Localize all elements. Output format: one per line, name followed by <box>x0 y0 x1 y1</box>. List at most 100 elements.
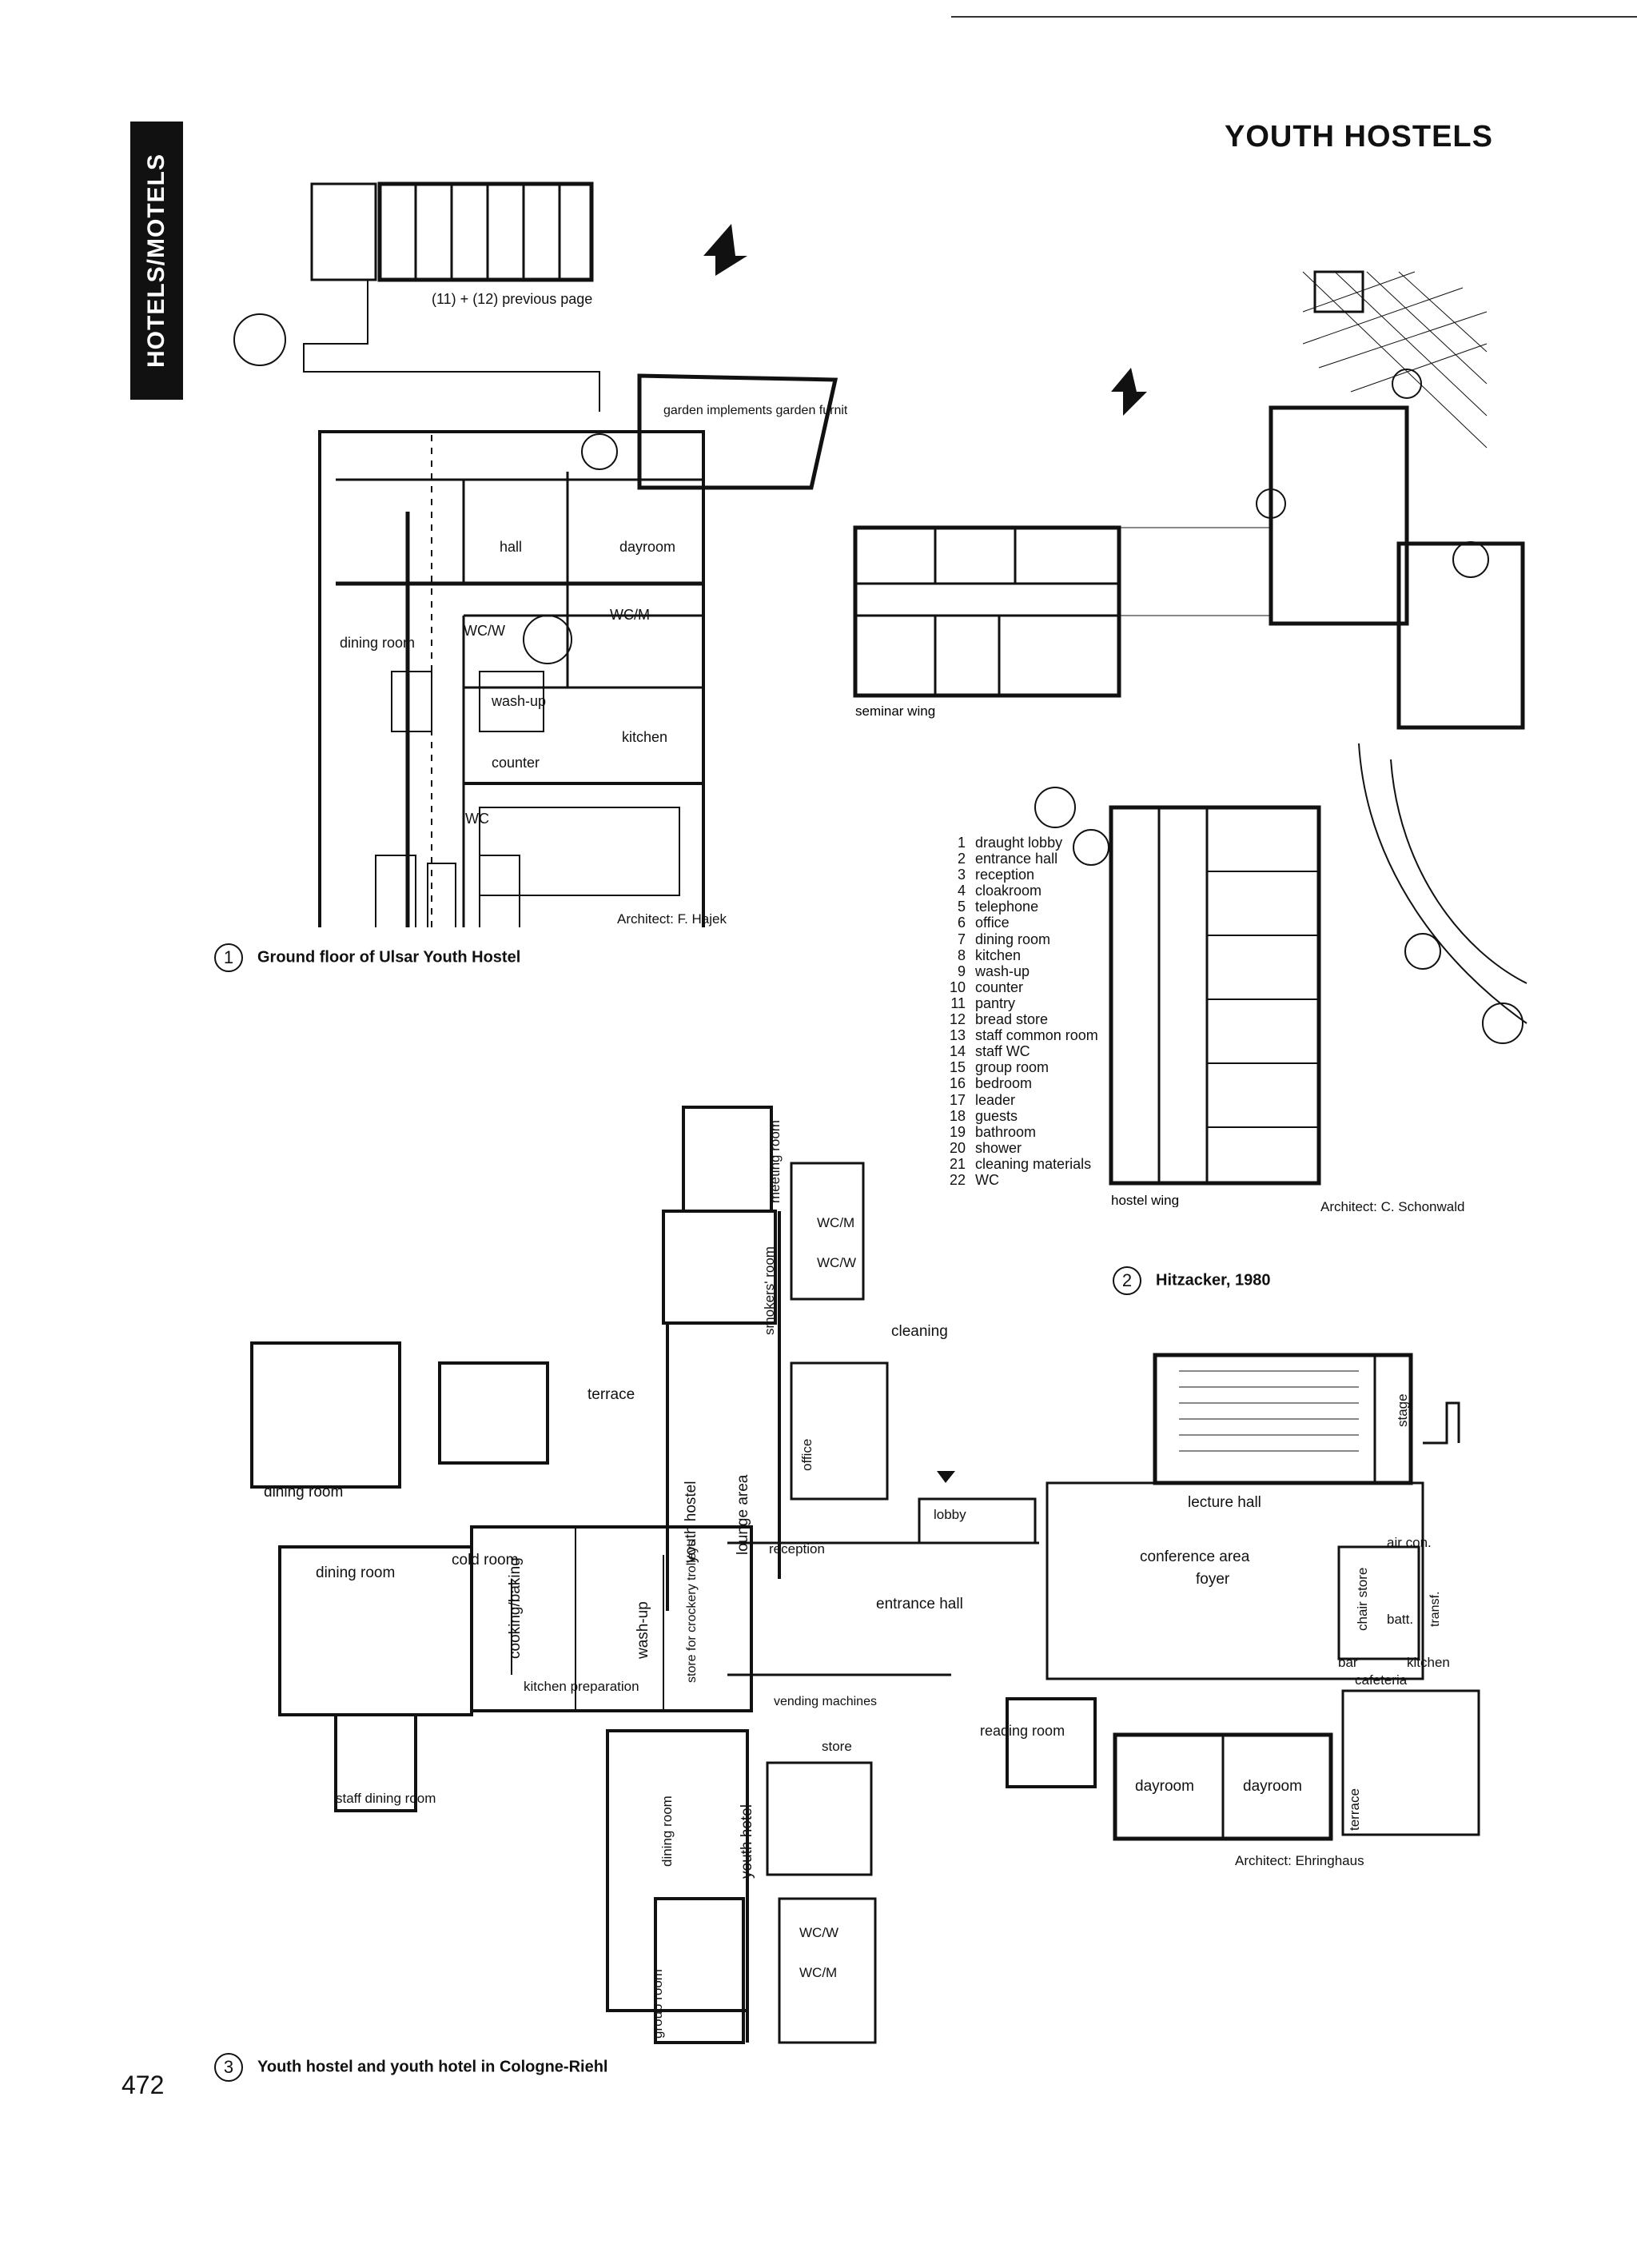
room-block-previous-page <box>377 181 594 282</box>
caption-text-2: Hitzacker, 1980 <box>1156 1271 1271 1289</box>
legend-number: 2 <box>957 851 966 867</box>
section-tab: HOTELS/MOTELS <box>130 122 183 400</box>
legend-item: 2 entrance hall <box>943 851 1098 867</box>
dining-room-block <box>250 1341 401 1489</box>
label-dining: dining room <box>340 635 415 651</box>
hostel-wing <box>1109 805 1321 1186</box>
legend-text: office <box>975 915 1010 931</box>
label-wcw-2: WC/W <box>799 1925 838 1940</box>
label-conference: conference area <box>1140 1549 1250 1565</box>
label-group-room: group room <box>650 1969 665 2039</box>
legend-number: 20 <box>949 1139 966 1156</box>
previous-page-note: (11) + (12) previous page <box>432 291 592 307</box>
label-wcw: WC/W <box>817 1255 856 1270</box>
legend-item: 15 group room <box>943 1059 1098 1075</box>
caption-text-3: Youth hostel and youth hotel in Cologne-… <box>257 2058 608 2076</box>
legend-number: 3 <box>957 867 966 883</box>
legend-text: leader <box>975 1091 1016 1108</box>
caption-text-1: Ground floor of Ulsar Youth Hostel <box>257 948 521 967</box>
legend-text: counter <box>975 979 1024 995</box>
label-dining-room: dining room <box>264 1484 343 1501</box>
legend-text: entrance hall <box>975 851 1058 867</box>
legend-item: 3 reception <box>943 867 1098 883</box>
conference-area <box>1046 1481 1424 1680</box>
label-dayroom: dayroom <box>619 539 675 555</box>
legend-number: 16 <box>949 1075 966 1092</box>
spiral-stair-icon <box>523 615 572 664</box>
staff-dining <box>334 1713 417 1812</box>
north-arrow-icon <box>703 224 747 276</box>
legend-text: telephone <box>975 899 1039 915</box>
label-wash-up: wash-up <box>635 1601 651 1660</box>
label-lobby: lobby <box>934 1507 966 1522</box>
garden-shed <box>637 373 838 490</box>
label-stage: stage <box>1395 1393 1410 1427</box>
legend-text: bathroom <box>975 1123 1037 1140</box>
label-lecture-hall: lecture hall <box>1188 1494 1261 1511</box>
kitchen-counter <box>479 807 680 896</box>
legend-text: staff WC <box>975 1043 1030 1060</box>
architect-plan2: Architect: C. Schonwald <box>1320 1199 1465 1214</box>
entrance-marker-icon <box>937 1471 955 1483</box>
legend-text: reception <box>975 867 1035 883</box>
label-bar: bar <box>1338 1655 1358 1670</box>
label-entrance-hall: entrance hall <box>876 1596 963 1612</box>
caption-number-1: 1 <box>214 943 243 972</box>
legend-item: 12 bread store <box>943 1011 1098 1027</box>
plan-ulsar: (11) + (12) previous page garden impleme… <box>233 181 847 927</box>
label-wc: WC <box>465 811 489 827</box>
label-seminar-wing: seminar wing <box>855 704 935 719</box>
label-reception: reception <box>769 1541 825 1557</box>
legend-number: 15 <box>949 1059 966 1076</box>
central-block <box>1269 405 1409 626</box>
legend-number: 7 <box>957 931 966 947</box>
spiral-stair-icon <box>233 313 286 366</box>
legend-number: 14 <box>949 1043 966 1060</box>
legend-text: bread store <box>975 1011 1049 1028</box>
label-cooking-baking: cooking/baking <box>507 1557 524 1659</box>
hatched-wall-block <box>310 182 377 281</box>
legend-number: 5 <box>957 899 966 915</box>
south-wc-block <box>778 1897 877 2044</box>
label-staff-dining: staff dining room <box>336 1791 436 1806</box>
label-youth-hostel: youth hostel <box>683 1481 699 1563</box>
kitchen-complex <box>470 1525 753 1712</box>
label-cleaning: cleaning <box>891 1323 948 1340</box>
legend-number: 11 <box>950 994 966 1011</box>
label-terrace-2: terrace <box>1347 1788 1362 1831</box>
label-counter: counter <box>492 755 540 771</box>
meeting-room <box>682 1106 773 1213</box>
legend-number: 12 <box>949 1011 966 1028</box>
legend-number: 13 <box>949 1027 966 1044</box>
label-kitchen-2: kitchen <box>1407 1655 1450 1670</box>
legend-text: dining room <box>975 931 1051 947</box>
legend-text: group room <box>975 1059 1050 1076</box>
label-office: office <box>799 1439 815 1471</box>
page-title: YOUTH HOSTELS <box>1224 120 1493 153</box>
label-meeting-room: meeting room <box>767 1120 783 1203</box>
legend-text: bedroom <box>975 1075 1033 1092</box>
legend-number: 4 <box>957 883 966 899</box>
plan-cologne-riehl: dining room terrace cold room dining roo… <box>250 1106 1480 2044</box>
label-air-con: air con. <box>1387 1535 1432 1550</box>
label-wcw: WC/W <box>464 623 505 639</box>
label-hall: hall <box>500 539 522 555</box>
cafeteria-block <box>1341 1689 1480 1836</box>
legend-number: 1 <box>957 835 966 851</box>
label-wcm-2: WC/M <box>799 1965 837 1980</box>
store-stair <box>766 1761 873 1876</box>
label-transf: transf. <box>1428 1592 1442 1627</box>
